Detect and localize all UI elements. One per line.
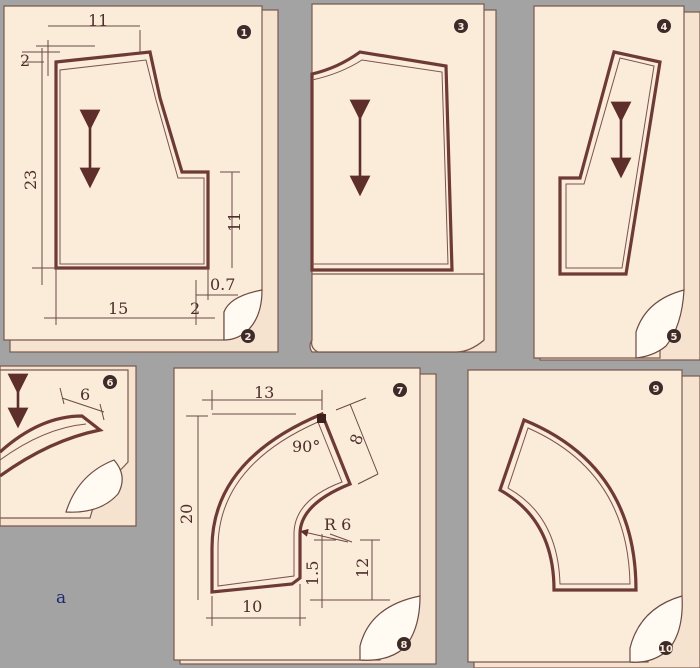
dim-width <box>59 387 105 421</box>
seam-line <box>507 427 631 585</box>
badge-2 <box>241 329 255 343</box>
pattern-piece <box>54 50 210 270</box>
pattern-piece <box>558 50 662 276</box>
radius-arrow <box>300 528 349 543</box>
panel-6: 6 6 <box>0 365 137 527</box>
label-width: 6 <box>80 385 90 404</box>
badge-3 <box>454 19 468 33</box>
badge-5-text: 5 <box>671 332 678 343</box>
seam-line <box>217 421 343 587</box>
page-curl <box>635 289 685 359</box>
label-side: 11 <box>225 212 244 232</box>
dim-radius <box>329 533 353 543</box>
panel-4: 4 5 <box>533 5 700 361</box>
seam-line <box>565 57 655 269</box>
label-top: 11 <box>88 11 108 30</box>
badge-9-text: 9 <box>653 384 660 395</box>
badge-3-text: 3 <box>458 22 465 33</box>
dim-side <box>335 397 379 485</box>
seam-line <box>311 59 449 265</box>
label-bottom: 10 <box>242 597 262 616</box>
panel-1: 11 2 23 11 15 2 0.7 1 2 <box>3 5 279 353</box>
dim-height <box>32 48 60 285</box>
corner-marker <box>317 414 326 423</box>
badge-10 <box>659 641 673 655</box>
dim-side <box>220 171 240 268</box>
page-curl <box>65 459 123 513</box>
dim-bottom <box>44 268 215 325</box>
seam-line <box>0 423 87 461</box>
badge-1-text: 1 <box>241 28 248 39</box>
badge-10-text: 10 <box>659 644 673 655</box>
panel-7: 13 90° 8 20 R 6 1.5 12 10 7 8 <box>173 367 437 665</box>
dim-right <box>310 539 390 601</box>
label-step: 1.5 <box>303 561 322 586</box>
pattern-piece <box>310 50 454 272</box>
label-top: 13 <box>254 383 274 402</box>
badge-4 <box>657 19 671 33</box>
page-curl <box>223 289 263 341</box>
pattern-piece <box>498 417 638 592</box>
lower-sheet <box>311 273 485 353</box>
label-right: 12 <box>353 558 372 578</box>
seam-line <box>59 59 205 265</box>
label-bottom-small: 2 <box>190 299 200 318</box>
label-height: 20 <box>177 504 196 524</box>
label-corner: 0.7 <box>210 275 235 294</box>
badge-6-text: 6 <box>107 378 114 389</box>
label-bottom: 15 <box>108 299 128 318</box>
label-left-top: 2 <box>20 51 30 70</box>
badge-6 <box>103 375 117 389</box>
badge-5 <box>667 329 681 343</box>
pattern-piece <box>0 414 104 478</box>
badge-2-text: 2 <box>245 332 252 343</box>
badge-8-text: 8 <box>401 640 408 651</box>
label-height: 23 <box>21 170 40 190</box>
dim-bottom <box>206 584 306 626</box>
panel-9: 9 10 <box>467 369 700 668</box>
dim-step <box>314 534 336 608</box>
figure-caption: a <box>56 588 67 608</box>
badge-1 <box>237 25 251 39</box>
badge-9 <box>649 381 663 395</box>
dim-left-top <box>22 51 60 63</box>
label-radius: R 6 <box>324 515 351 534</box>
badge-4-text: 4 <box>661 22 668 33</box>
badge-7 <box>393 383 407 397</box>
badge-7-text: 7 <box>397 386 404 397</box>
label-angle: 90° <box>292 437 320 456</box>
badge-8 <box>397 637 411 651</box>
panel-3: 3 <box>309 3 497 353</box>
dim-top <box>36 25 141 76</box>
dim-height <box>186 415 208 600</box>
dim-top <box>202 390 323 415</box>
